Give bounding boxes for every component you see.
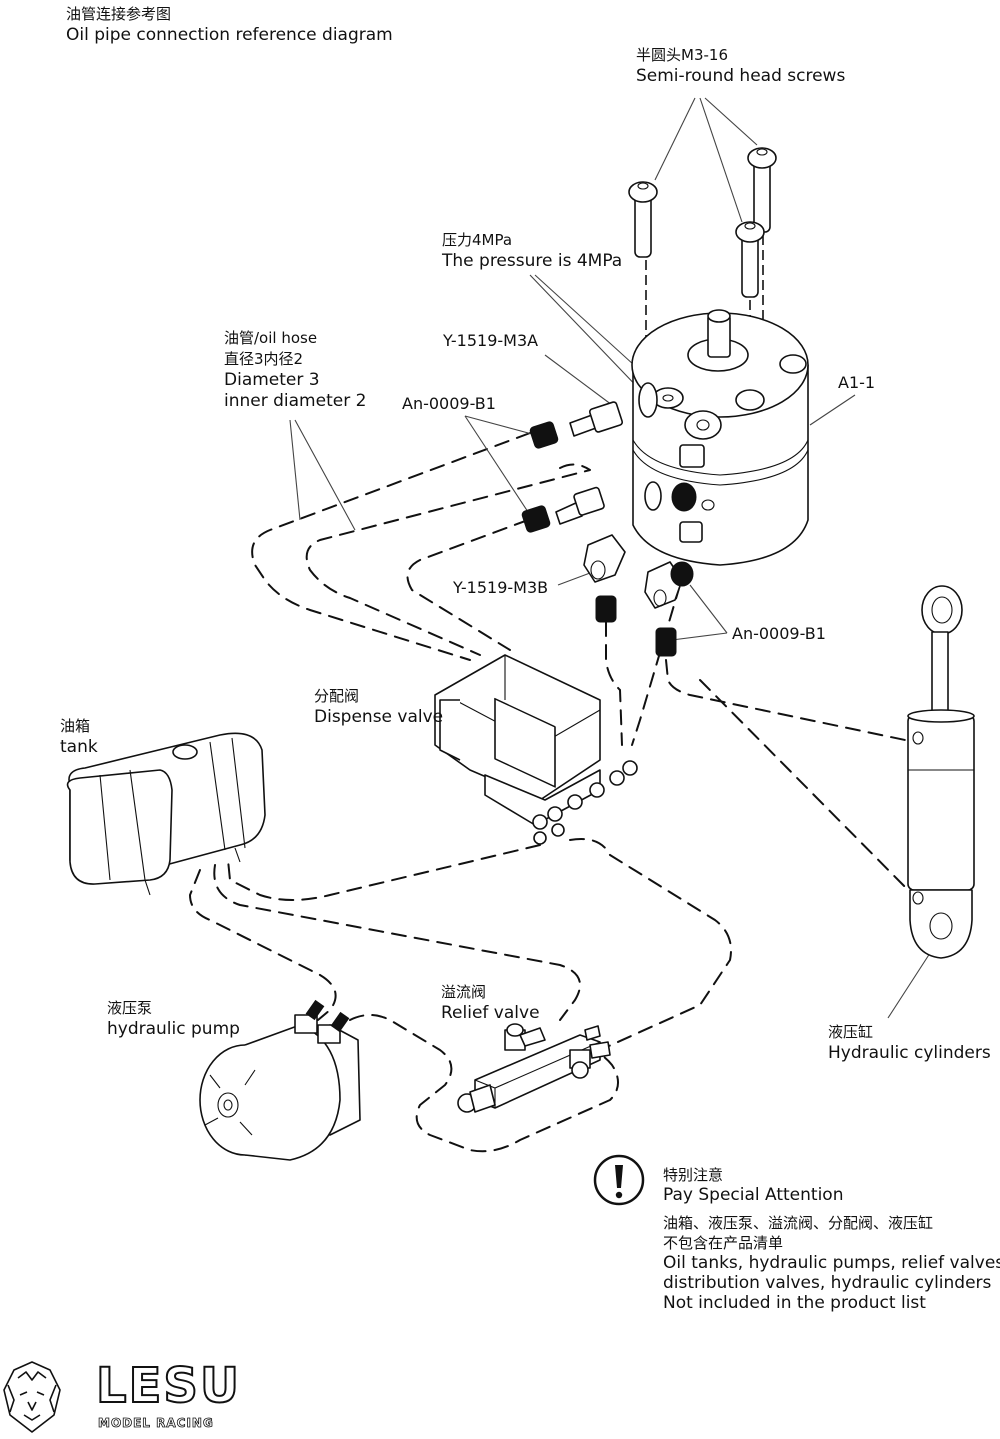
- label-pressure-en: The pressure is 4MPa: [442, 251, 623, 271]
- hose-pump-to-relief: [349, 1014, 619, 1153]
- notice-body-cn-1: 油箱、液压泵、溢流阀、分配阀、液压缸: [663, 1214, 934, 1232]
- label-tank-cn: 油箱: [60, 717, 91, 735]
- notice-body-en-2: distribution valves, hydraulic cylinders: [663, 1273, 992, 1293]
- fitting-y1519-m3a-lower: [555, 486, 605, 525]
- hose-valve-to-relief: [569, 838, 732, 1051]
- label-relief-valve-cn: 溢流阀: [441, 983, 487, 1001]
- label-cylinders: 液压缸 Hydraulic cylinders: [828, 1022, 991, 1064]
- hose-cylinder-lower: [699, 679, 919, 901]
- diagram-title-cn: 油管连接参考图: [66, 5, 172, 23]
- brand-name: LESU: [95, 1358, 241, 1414]
- hose-to-cylinder: [665, 659, 906, 741]
- label-relief-valve: 溢流阀 Relief valve: [441, 982, 540, 1024]
- label-nut-top: An-0009-B1: [402, 394, 496, 413]
- brand-tagline: MODEL RACING: [98, 1416, 214, 1431]
- fitting-y1519-m3b: [583, 534, 683, 609]
- notice-body-cn-2: 不包含在产品清单: [663, 1234, 784, 1252]
- label-pressure: 压力4MPa The pressure is 4MPa: [442, 230, 622, 272]
- hose-nut-to-valve-b: [631, 584, 681, 746]
- notice-heading-en: Pay Special Attention: [663, 1185, 844, 1205]
- exclamation-circle-icon: [593, 1154, 645, 1206]
- oil-tank: [66, 732, 266, 896]
- label-oil-hose-line3: Diameter 3: [224, 370, 320, 390]
- label-dispense-valve-en: Dispense valve: [314, 707, 444, 727]
- fitting-y1519-m3a: [569, 401, 624, 437]
- nuts-an-0009-b1-upper: [521, 421, 559, 533]
- a1-1-block: [631, 309, 809, 566]
- label-oil-hose-line2: 直径3内径2: [224, 350, 304, 368]
- label-dispense-valve-cn: 分配阀: [314, 687, 360, 705]
- lion-head-logo-icon: [3, 1361, 61, 1433]
- label-fitting-b: Y-1519-M3B: [453, 578, 549, 597]
- label-pump: 液压泵 hydraulic pump: [107, 998, 240, 1040]
- label-pump-cn: 液压泵: [107, 999, 153, 1017]
- leader-lines: [289, 97, 933, 1019]
- hydraulic-cylinder: [907, 585, 975, 959]
- label-nut-bottom: An-0009-B1: [732, 624, 826, 643]
- label-dispense-valve: 分配阀 Dispense valve: [314, 686, 443, 728]
- label-oil-hose-line1: 油管/oil hose: [224, 329, 318, 347]
- semi-round-head-screws: [628, 147, 777, 410]
- hose-m3b-to-valve: [605, 621, 623, 746]
- dispense-valve: [434, 654, 638, 845]
- hose-tank-to-pump: [189, 869, 337, 1021]
- hose-tank-to-relief: [213, 864, 581, 1021]
- label-relief-valve-en: Relief valve: [441, 1003, 540, 1023]
- label-screws-cn: 半圆头M3-16: [636, 46, 728, 64]
- label-oil-hose-line4: inner diameter 2: [224, 391, 367, 411]
- valve-ports: [532, 760, 638, 845]
- notice-body-en-3: Not included in the product list: [663, 1293, 926, 1313]
- label-pressure-cn: 压力4MPa: [442, 231, 513, 249]
- notice-block: 特别注意 Pay Special Attention 油箱、液压泵、溢流阀、分配…: [663, 1165, 1000, 1313]
- label-screws: 半圆头M3-16 Semi-round head screws: [636, 45, 845, 87]
- hydraulic-pump: [199, 999, 361, 1161]
- hose-upper-inner: [305, 463, 591, 656]
- label-cylinders-en: Hydraulic cylinders: [828, 1043, 991, 1063]
- hose-upper-outer: [251, 432, 531, 661]
- nuts-an-0009-b1-lower: [595, 561, 694, 657]
- label-fitting-a: Y-1519-M3A: [443, 331, 539, 350]
- label-pump-en: hydraulic pump: [107, 1019, 240, 1039]
- label-cylinders-cn: 液压缸: [828, 1023, 874, 1041]
- diagram-title-en: Oil pipe connection reference diagram: [66, 25, 393, 45]
- diagram-title: 油管连接参考图 Oil pipe connection reference di…: [66, 4, 393, 46]
- label-block: A1-1: [838, 373, 876, 392]
- label-tank-en: tank: [60, 737, 98, 757]
- screw-right: [747, 147, 777, 330]
- label-oil-hose: 油管/oil hose 直径3内径2 Diameter 3 inner diam…: [224, 328, 366, 412]
- hose-valve-to-tank: [227, 844, 541, 901]
- notice-body-en-1: Oil tanks, hydraulic pumps, relief valve…: [663, 1253, 1000, 1273]
- oil-hoses: [189, 432, 919, 1153]
- label-screws-en: Semi-round head screws: [636, 66, 846, 86]
- notice-heading-cn: 特别注意: [663, 1166, 724, 1184]
- hose-middle: [406, 519, 529, 651]
- label-tank: 油箱 tank: [60, 716, 98, 758]
- relief-valve: [457, 1023, 611, 1113]
